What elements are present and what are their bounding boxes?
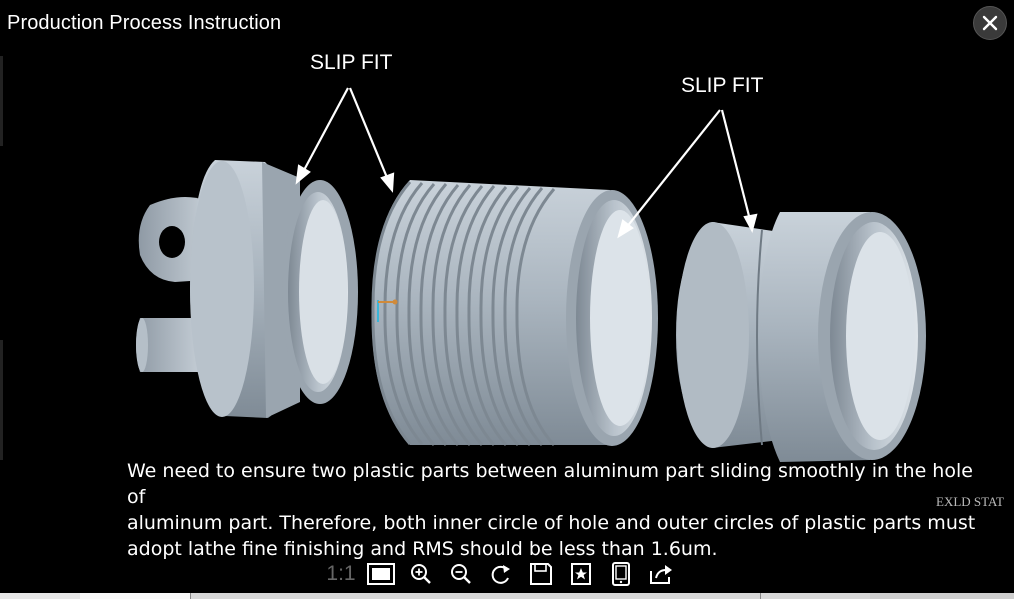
share-icon: [650, 565, 672, 584]
save-icon: [530, 563, 552, 585]
actual-size-button[interactable]: 1:1: [326, 562, 356, 585]
close-icon: [982, 15, 998, 31]
slip-fit-label-left: SLIP FIT: [310, 51, 393, 74]
save-button[interactable]: [526, 559, 556, 589]
strip-segment: [190, 593, 191, 599]
share-button[interactable]: [646, 559, 676, 589]
strip-segment: [760, 593, 761, 599]
tablet-button[interactable]: [606, 559, 636, 589]
fit-screen-icon: [367, 563, 395, 585]
zoom-in-icon: [411, 564, 431, 584]
rotate-icon: [491, 565, 510, 584]
background-edge: [0, 56, 3, 146]
right-plastic-sleeve: [676, 212, 926, 462]
strip-segment: [870, 593, 1014, 599]
caption-line: We need to ensure two plastic parts betw…: [127, 460, 973, 508]
caption-line: aluminum part. Therefore, both inner cir…: [127, 512, 976, 534]
close-button[interactable]: [973, 6, 1007, 40]
left-aluminum-cap: [136, 160, 358, 418]
tablet-icon: [612, 562, 630, 586]
strip-segment: [80, 593, 190, 599]
background-text-fragment: EXLD STAT: [936, 494, 1004, 509]
viewer-toolbar: 1:1: [326, 558, 676, 590]
instruction-caption: We need to ensure two plastic parts betw…: [127, 458, 997, 562]
bookmark-button[interactable]: [566, 559, 596, 589]
background-edge: [0, 340, 3, 460]
zoom-in-button[interactable]: [406, 559, 436, 589]
callout-arrows: [295, 87, 758, 239]
fit-screen-button[interactable]: [366, 559, 396, 589]
middle-threaded-sleeve: [371, 180, 658, 447]
background-page-strip: [0, 593, 1014, 599]
viewer-title: Production Process Instruction: [7, 12, 282, 34]
bookmark-icon: [571, 563, 591, 585]
zoom-out-icon: [451, 564, 471, 584]
zoom-out-button[interactable]: [446, 559, 476, 589]
strip-segment: [0, 593, 80, 599]
rotate-button[interactable]: [486, 559, 516, 589]
slip-fit-label-right: SLIP FIT: [681, 74, 764, 97]
caption-line: adopt lathe fine finishing and RMS shoul…: [127, 538, 718, 560]
